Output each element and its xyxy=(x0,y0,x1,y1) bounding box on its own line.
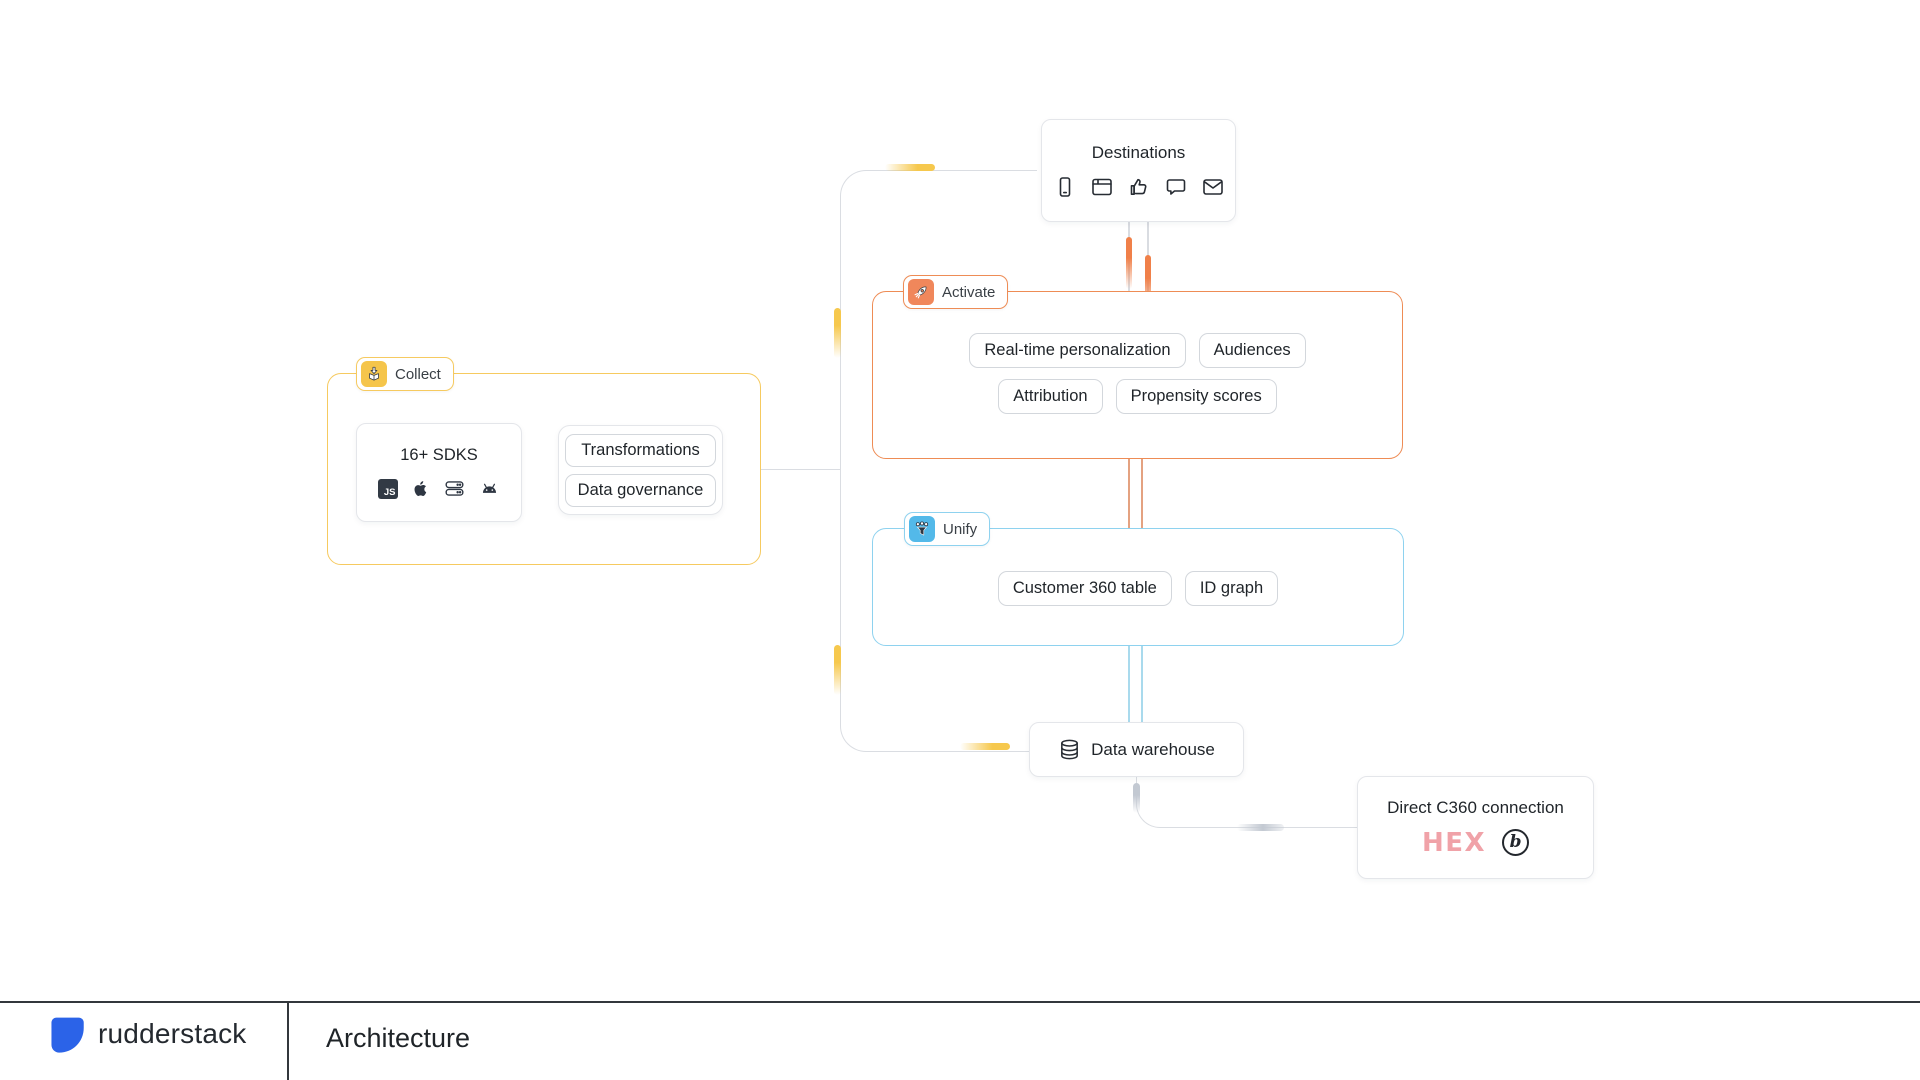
apple-icon xyxy=(414,481,426,496)
unify-pill: ID graph xyxy=(1184,571,1279,606)
sdk-card-title: 16+ SDKS xyxy=(400,446,478,464)
activate-label: Activate xyxy=(903,275,1009,309)
yellow-pulse xyxy=(833,645,841,695)
hex-logo: HEX xyxy=(1421,827,1487,858)
collect-label: Collect xyxy=(356,357,454,391)
activate-zone: Activate Real-time personalization Audie… xyxy=(872,275,1403,459)
database-icon xyxy=(1061,739,1079,760)
identity-funnel-icon xyxy=(909,516,935,542)
activate-pill: Propensity scores xyxy=(1115,379,1277,414)
orange-pulse xyxy=(1144,255,1151,313)
activate-pill: Attribution xyxy=(998,379,1103,414)
server-icon xyxy=(444,481,464,496)
main-rail-connector xyxy=(840,170,1037,752)
sdk-card: 16+ SDKS JS xyxy=(356,423,522,522)
activate-unify-line-2 xyxy=(1141,457,1143,529)
c360-logos: HEX b xyxy=(1421,827,1530,858)
thumbs-up-icon xyxy=(1130,178,1146,195)
unify-pill: Customer 360 table xyxy=(997,571,1172,606)
direct-c360-title: Direct C360 connection xyxy=(1387,797,1564,817)
unify-label: Unify xyxy=(904,512,991,546)
yellow-pulse xyxy=(885,164,935,171)
activate-label-text: Activate xyxy=(942,283,996,301)
rudderstack-mark-icon xyxy=(51,1017,84,1053)
activate-unify-line-1 xyxy=(1128,457,1130,529)
browser-icon xyxy=(1091,178,1112,195)
chat-icon xyxy=(1166,178,1185,195)
yellow-pulse xyxy=(833,308,841,358)
orange-pulse xyxy=(1125,237,1132,289)
destination-icons xyxy=(1053,175,1225,199)
collect-pill: Data governance xyxy=(565,473,716,507)
unify-warehouse-line-1 xyxy=(1128,644,1130,722)
unify-label-text: Unify xyxy=(943,520,978,538)
smartphone-icon xyxy=(1059,176,1070,197)
collect-pill: Transformations xyxy=(565,433,716,467)
inbox-box-icon xyxy=(361,361,387,387)
footer-vertical-divider xyxy=(287,1001,289,1080)
activate-pill: Audiences xyxy=(1198,333,1306,368)
javascript-icon: JS xyxy=(377,478,398,499)
rudderstack-wordmark: rudderstack xyxy=(98,1018,247,1049)
rocket-icon xyxy=(908,279,934,305)
unify-zone: Unify Customer 360 table ID graph xyxy=(872,512,1404,646)
destinations-node: Destinations xyxy=(1041,119,1236,222)
footer-divider xyxy=(0,1001,1920,1003)
sdk-icons: JS xyxy=(377,478,501,499)
data-warehouse-label: Data warehouse xyxy=(1091,739,1215,759)
b-circle-logo: b xyxy=(1502,829,1530,856)
rudderstack-logo: rudderstack xyxy=(46,1014,247,1054)
collect-to-rail-connector xyxy=(727,468,841,470)
android-icon xyxy=(482,483,496,493)
destinations-title: Destinations xyxy=(1091,142,1186,162)
mail-icon xyxy=(1202,178,1223,195)
unify-warehouse-line-2 xyxy=(1141,644,1143,722)
gray-pulse xyxy=(1132,783,1140,813)
governance-card: Transformations Data governance xyxy=(558,425,723,515)
yellow-pulse xyxy=(960,743,1010,750)
gray-pulse xyxy=(1237,823,1284,831)
warehouse-c360-connector xyxy=(1136,775,1359,828)
page-title: Architecture xyxy=(326,1023,471,1053)
direct-c360-node: Direct C360 connection HEX b xyxy=(1357,776,1594,879)
collect-zone: Collect 16+ SDKS JS xyxy=(327,357,761,565)
collect-label-text: Collect xyxy=(395,365,441,383)
activate-pill: Real-time personalization xyxy=(969,333,1186,368)
data-warehouse-node: Data warehouse xyxy=(1029,722,1244,777)
